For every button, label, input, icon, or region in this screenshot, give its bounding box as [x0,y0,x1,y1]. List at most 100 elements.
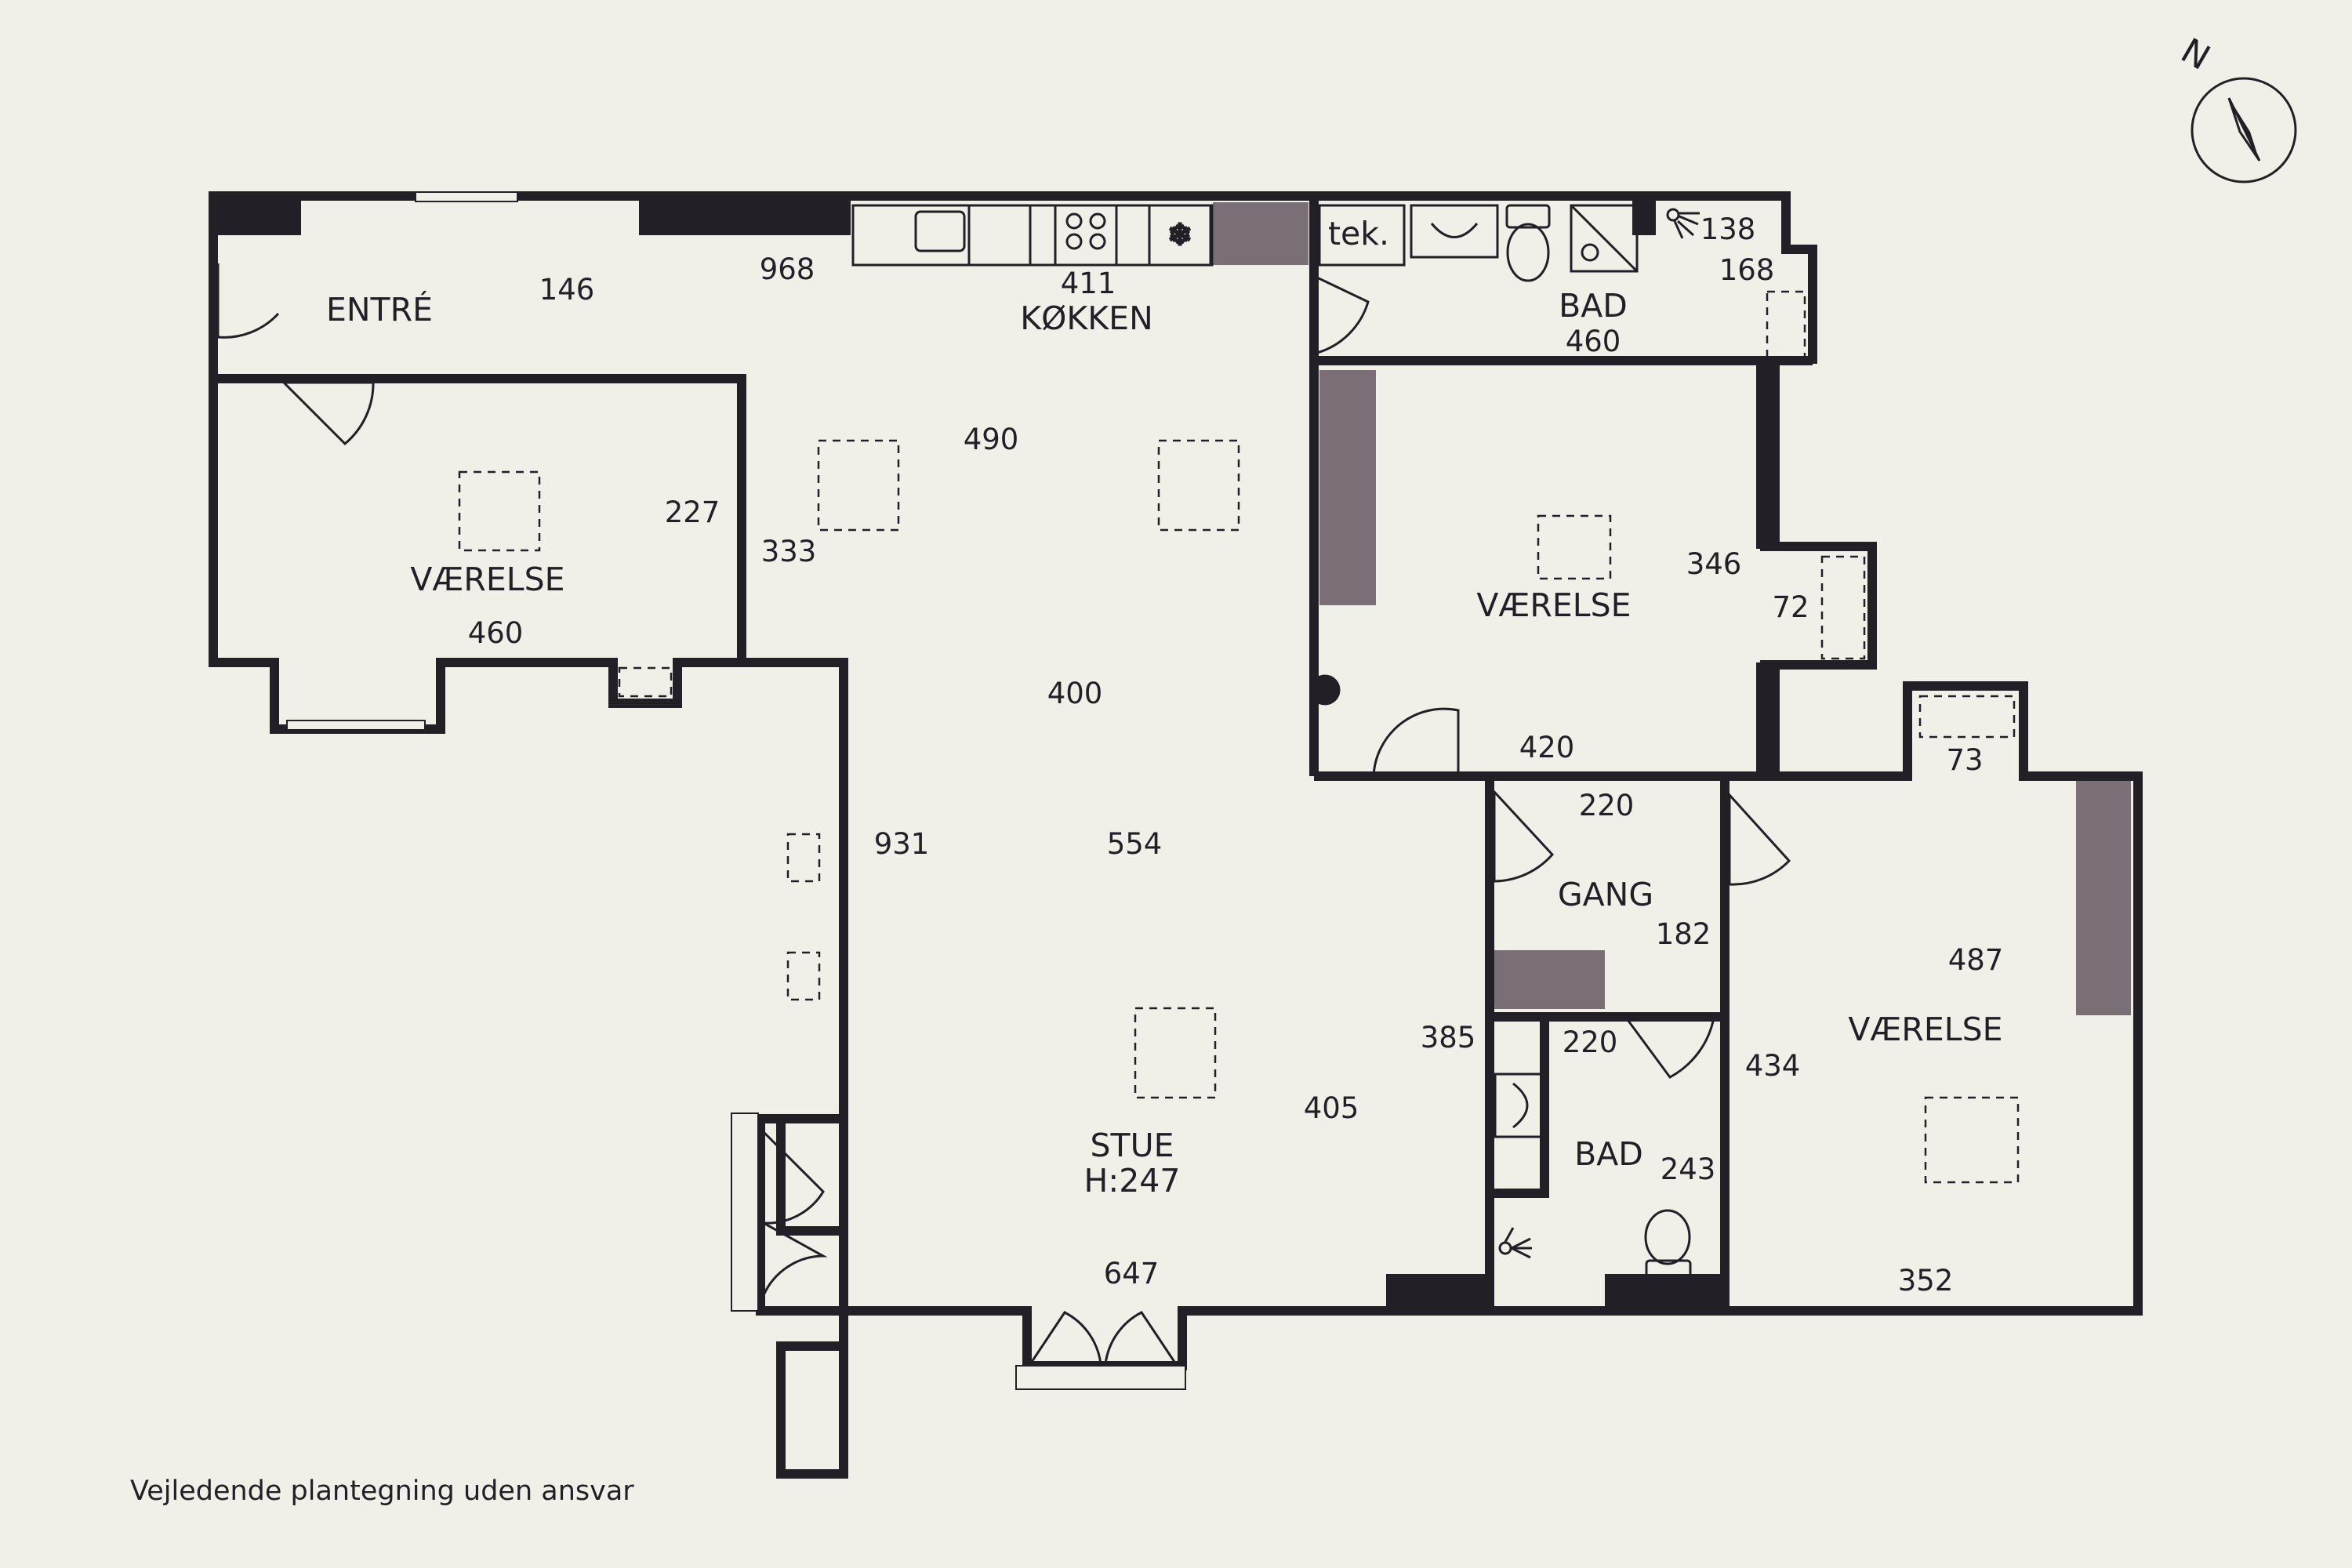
skylight-bay-center [1820,555,1866,660]
skylight-kitchen-b [1157,439,1240,532]
window-vaerelse-left [286,720,426,731]
dim-center: 400 [1047,677,1103,710]
shower-bottom-icon [1498,1241,1512,1255]
skylight-left-bay [618,666,673,698]
fridge-fixture [1213,202,1308,265]
room-label-stue-height: H:247 [1084,1162,1181,1200]
toilet-tank-icon [1505,204,1551,229]
dim-vaerelse-left-depth: 227 [665,495,720,529]
shower-top-icon [1666,208,1680,222]
door-stue-west-b [762,1221,828,1296]
skylight-stue-west-a [786,833,821,883]
wall-stue-west [756,1114,844,1311]
room-label-vaerelse-left: VÆRELSE [410,561,564,598]
room-label-bad-bottom: BAD [1574,1135,1643,1173]
dim-gang-depth: 182 [1656,917,1711,951]
room-label-vaerelse-center: VÆRELSE [1476,586,1631,624]
room-label-entre: ENTRÉ [326,291,433,328]
skylight-vaerelse-left [458,470,541,552]
wall-block-nw [209,191,301,235]
disclaimer-text: Vejledende plantegning uden ansvar [130,1475,634,1507]
door-bad-top [1316,275,1370,355]
room-label-bad-top: BAD [1559,287,1628,325]
bath-top-fixtures [1318,204,1639,282]
compass-ring [2190,77,2297,183]
dim-bad-top-a: 138 [1700,212,1756,246]
washbasin-bottom-bowl [1512,1082,1529,1129]
dim-stue-depth: 554 [1107,827,1163,861]
dim-kokken: 411 [1061,267,1116,300]
door-bad-bottom [1624,1016,1715,1079]
bath-bottom-fixtures [1494,208,1700,1279]
room-label-tek: tek. [1328,215,1389,252]
dim-bad-bottom-width: 220 [1563,1025,1618,1059]
compass-needle-outline [2227,97,2261,162]
kitchen-counter: ❄ [851,204,1214,267]
room-label-gang: GANG [1558,876,1653,913]
stove-icon [1054,204,1118,267]
skylights [458,290,2020,1184]
skylight-kitchen-a [817,439,900,532]
dim-stue-mid: 405 [1304,1091,1359,1125]
door-gang [1493,789,1555,883]
wall-block-n [639,191,851,235]
radiator-knob [1309,674,1341,706]
windows [286,191,1186,1390]
room-labels: ENTRÉ KØKKEN BAD tek. VÆRELSE VÆRELSE VÆ… [326,215,2003,1200]
freezer-icon [1148,204,1212,267]
fixtures [1213,202,2131,1015]
washbasin-icon [1410,204,1499,259]
room-label-kokken: KØKKEN [1020,299,1153,337]
wardrobe-center [1319,370,1376,605]
washbasin-bowl [1430,223,1479,238]
dim-hall-depth: 333 [761,535,817,568]
dim-stue-length: 931 [874,827,930,861]
skylight-vaerelse-right [1924,1096,2020,1184]
door-stue-west-a [762,1129,825,1225]
skylight-stue [1134,1007,1217,1099]
dishwasher-icon [967,204,1032,267]
skylight-bay-right [1918,695,2016,739]
gang-cabinet [1494,950,1605,1009]
skylight-stue-west-b [786,951,821,1001]
room-label-vaerelse-right: VÆRELSE [1848,1011,2002,1048]
wardrobe-right [2076,780,2131,1015]
outer-wall-north [213,191,1817,364]
dim-kitchen-depth: 490 [964,423,1019,456]
door-vaerelse-center [1372,707,1460,778]
compass: N [2174,31,2297,183]
dim-bad-top-b: 168 [1719,253,1775,287]
sink-icon [914,210,966,252]
door-vaerelse-right [1728,792,1791,886]
wall-vaerelse-left [213,374,746,662]
tek-box [1318,204,1406,267]
kitchen-counter-top [851,204,1214,267]
wall-block-stue-se [1386,1274,1490,1312]
skylight-bad-top [1766,290,1806,359]
dim-bad-top-width: 460 [1566,325,1621,358]
door-vaerelse-left [282,381,375,446]
washbasin-bottom-icon [1494,1073,1544,1138]
wall-block-center-e1 [1756,361,1780,549]
dimension-labels: 146 968 411 460 138 168 227 460 490 333 … [468,212,2004,1298]
dim-vaerelse-right-depth: 487 [1948,943,2004,977]
window-stue-south [1015,1365,1186,1390]
door-stue-south-a [1028,1311,1102,1366]
door-entre [216,263,280,339]
dim-vaerelse-center-depth: 346 [1686,547,1742,581]
window-entre [415,191,518,202]
wall-vaerelse-center-east [1760,361,1877,776]
dim-vaerelse-left-width: 460 [468,616,524,650]
dim-vaerelse-right-side: 434 [1745,1049,1801,1083]
door-stue-south-b [1104,1311,1178,1366]
dim-entre: 146 [539,273,595,307]
dim-bay-center: 72 [1772,590,1809,624]
room-label-stue: STUE [1091,1127,1174,1164]
skylight-vaerelse-center [1537,514,1612,580]
wall-block-center-e2 [1756,662,1780,776]
compass-north-label: N [2174,31,2216,78]
wall-bad-bottom-niche [1490,1017,1549,1198]
dim-gang-width: 220 [1579,789,1635,822]
